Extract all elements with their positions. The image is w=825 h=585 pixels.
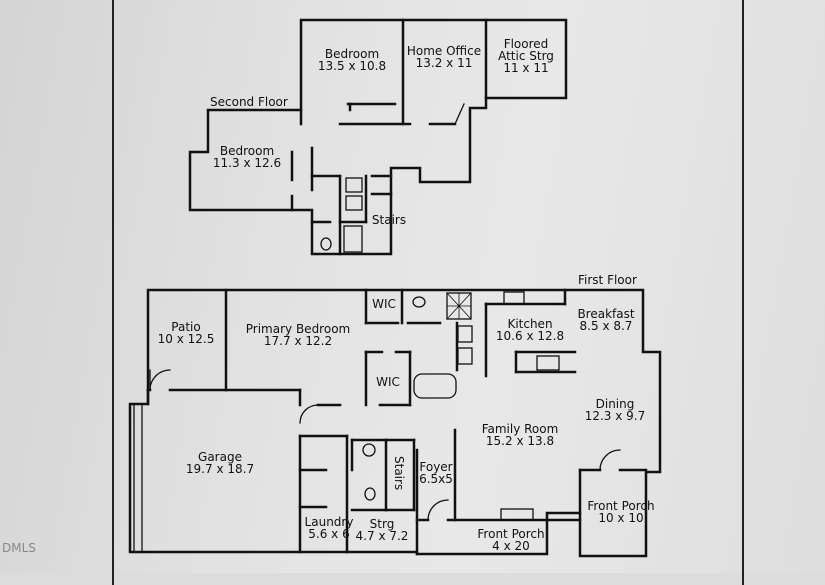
first-floor-title: First Floor	[578, 273, 637, 287]
room-garage: Garage 19.7 x 18.7	[186, 451, 254, 475]
room-name: Garage	[198, 450, 242, 464]
watermark-text: DMLS	[2, 541, 36, 555]
room-breakfast: Breakfast 8.5 x 8.7	[577, 308, 634, 332]
room-storage: Strg 4.7 x 7.2	[356, 518, 409, 542]
room-stairs-upper: Stairs	[372, 214, 406, 226]
room-size: 10.6 x 12.8	[495, 329, 565, 343]
room-bedroom-left: Bedroom 11.3 x 12.6	[213, 145, 281, 169]
second-floor-title: Second Floor	[210, 95, 288, 109]
room-wic-top: WIC	[372, 298, 396, 310]
room-name: Kitchen	[507, 317, 553, 331]
page-border	[112, 0, 744, 585]
room-home-office: Home Office 13.2 x 11	[407, 45, 481, 69]
room-size: 13.2 x 11	[415, 56, 473, 70]
room-name: Home Office	[406, 44, 482, 58]
room-foyer: Foyer 6.5x5	[419, 461, 453, 485]
room-name: Dining	[595, 397, 635, 411]
second-floor-fixtures	[320, 103, 465, 253]
room-size: 4.7 x 7.2	[355, 529, 409, 543]
room-bedroom-upper: Bedroom 13.5 x 10.8	[318, 48, 386, 72]
room-name: WIC	[372, 297, 396, 311]
room-dining: Dining 12.3 x 9.7	[585, 398, 646, 422]
paper-sheet	[0, 0, 825, 573]
room-size: 11 x 11	[503, 61, 549, 75]
second-floor-walls	[188, 18, 568, 256]
room-size: 17.7 x 12.2	[263, 334, 333, 348]
first-floor-fixtures	[133, 291, 621, 553]
room-name: WIC	[376, 375, 400, 389]
room-size: 6.5x5	[419, 472, 453, 486]
room-name: Foyer	[419, 460, 453, 474]
room-attic-storage: Floored Attic Strg 11 x 11	[498, 38, 554, 74]
room-size: 12.3 x 9.7	[584, 409, 646, 423]
room-size: 8.5 x 8.7	[579, 319, 633, 333]
room-primary-bedroom: Primary Bedroom 17.7 x 12.2	[246, 323, 350, 347]
room-name: Stairs	[371, 213, 407, 227]
room-size: 10 x 10	[598, 511, 644, 525]
room-name-2: Attic Strg	[498, 49, 554, 63]
room-name: Bedroom	[324, 47, 380, 61]
room-size: 11.3 x 12.6	[212, 156, 282, 170]
room-name: Floored	[503, 37, 549, 51]
room-name: Laundry	[304, 515, 354, 529]
room-front-porch-small: Front Porch 10 x 10	[587, 500, 654, 524]
room-laundry: Laundry 5.6 x 6	[305, 516, 354, 540]
room-family: Family Room 15.2 x 13.8	[482, 423, 559, 447]
room-kitchen: Kitchen 10.6 x 12.8	[496, 318, 564, 342]
room-name: Strg	[369, 517, 395, 531]
room-size: 10 x 12.5	[157, 332, 215, 346]
room-size: 5.6 x 6	[308, 527, 350, 541]
room-stairs-lower: Stairs	[392, 456, 406, 491]
floor-plan-drawing	[128, 18, 662, 558]
room-name: Family Room	[481, 422, 559, 436]
room-size: 13.5 x 10.8	[317, 59, 387, 73]
room-wic-mid: WIC	[376, 376, 400, 388]
room-size: 4 x 20	[492, 539, 530, 553]
room-size: 19.7 x 18.7	[185, 462, 255, 476]
room-name: Primary Bedroom	[245, 322, 351, 336]
room-size: 15.2 x 13.8	[485, 434, 555, 448]
room-name: Front Porch	[587, 499, 655, 513]
first-floor-walls	[128, 288, 662, 558]
room-patio: Patio 10 x 12.5	[158, 321, 215, 345]
room-front-porch-big: Front Porch 4 x 20	[477, 528, 544, 552]
room-name: Patio	[171, 320, 201, 334]
room-name: Bedroom	[219, 144, 275, 158]
room-name: Breakfast	[577, 307, 635, 321]
room-name: Front Porch	[477, 527, 545, 541]
